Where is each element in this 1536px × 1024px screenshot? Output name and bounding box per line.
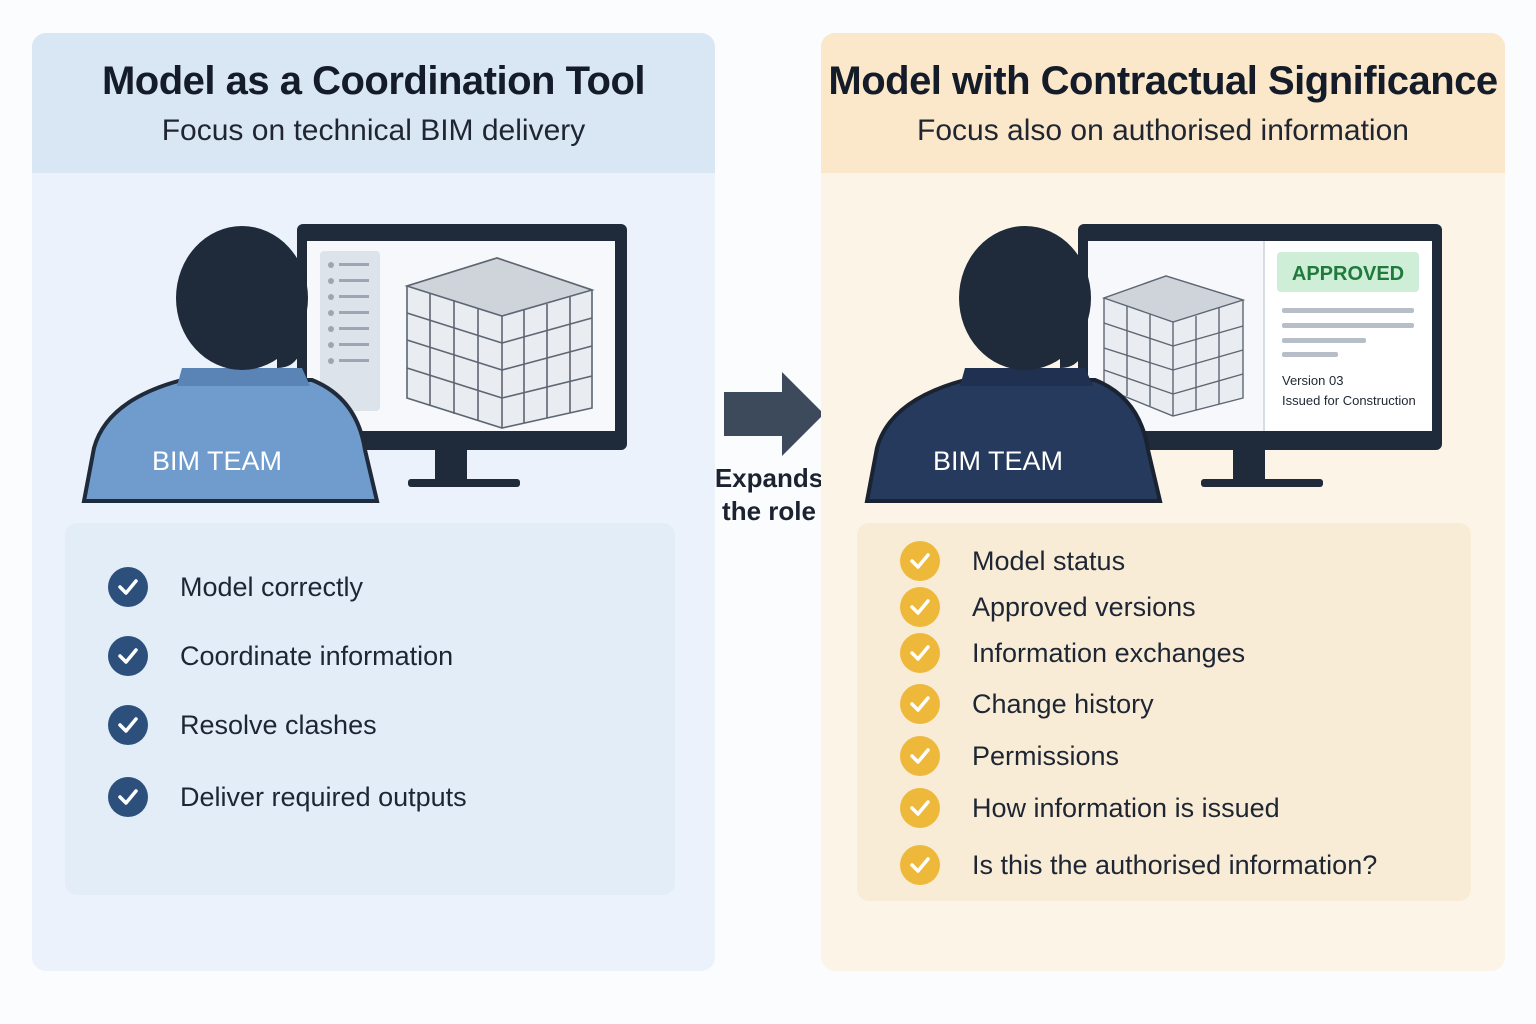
approved-status-badge (1277, 252, 1419, 292)
check-item-label: Change history (972, 688, 1154, 719)
check-item-label: Permissions (972, 740, 1120, 771)
transition-label-line1: Expands (714, 463, 824, 493)
checkmark-icon (900, 684, 940, 724)
list-item: Information exchanges (900, 633, 1245, 673)
list-item: Model status (900, 541, 1125, 581)
coordination-tool-panel: Model as a Coordination Tool Focus on te… (32, 33, 715, 971)
contractual-panel-title: Model with Contractual Significance (828, 59, 1498, 103)
checkmark-icon (108, 705, 148, 745)
checkmark-icon (900, 587, 940, 627)
list-item: How information is issued (900, 788, 1280, 828)
contractual-person-label: BIM TEAM (933, 446, 1063, 476)
approved-status-text: APPROVED (1292, 263, 1404, 285)
model-tree-sidebar (320, 251, 380, 411)
checkmark-icon (900, 541, 940, 581)
checkmark-icon (900, 788, 940, 828)
list-item: Resolve clashes (108, 705, 377, 745)
checkmark-icon (900, 736, 940, 776)
list-item: Model correctly (108, 567, 363, 607)
list-item: Change history (900, 684, 1154, 724)
bim-team-person-icon (864, 226, 1163, 503)
list-item: Permissions (900, 736, 1119, 776)
checkmark-icon (108, 777, 148, 817)
checkmark-icon (108, 636, 148, 676)
checkmark-icon (900, 845, 940, 885)
check-item-label: Is this the authorised information? (972, 849, 1378, 880)
checkmark-icon (108, 567, 148, 607)
contractual-checklist: Model status Approved versions Informati… (857, 523, 1471, 901)
list-item: Is this the authorised information? (900, 845, 1377, 885)
coordination-panel-title: Model as a Coordination Tool (101, 59, 646, 103)
transition-label-line2: the role (722, 496, 816, 526)
check-item-label: Coordinate information (180, 640, 454, 671)
check-item-label: How information is issued (972, 792, 1280, 823)
issue-status-text: Issued for Construction (1282, 393, 1416, 408)
bim-team-person-icon (81, 226, 380, 503)
transition-label: Expands the role (708, 462, 830, 528)
contractual-panel-header: Model with Contractual Significance Focu… (821, 33, 1505, 173)
building-model-icon (1101, 275, 1246, 417)
coordination-scene-svg: BIM TEAM (81, 224, 627, 503)
coordination-person-label: BIM TEAM (152, 446, 282, 476)
list-item: Approved versions (900, 587, 1196, 627)
check-item-label: Model correctly (180, 571, 364, 602)
contractual-panel-subtitle: Focus also on authorised information (917, 114, 1409, 147)
list-item: Coordinate information (108, 636, 453, 676)
list-item: Deliver required outputs (108, 777, 467, 817)
check-item-label: Deliver required outputs (180, 781, 467, 812)
bim-team-approved-model-illustration: APPROVED Version 03 Issued for Construct… (821, 218, 1505, 508)
building-model-icon (404, 257, 595, 429)
contractual-scene-svg: APPROVED Version 03 Issued for Construct… (864, 224, 1442, 503)
right-arrow-icon (716, 370, 824, 463)
coordination-checklist: Model correctly Coordinate information R… (65, 523, 675, 895)
coordination-panel-header: Model as a Coordination Tool Focus on te… (32, 33, 715, 173)
contractual-significance-panel: Model with Contractual Significance Focu… (821, 33, 1505, 971)
version-text: Version 03 (1282, 373, 1343, 388)
bim-team-at-monitor-illustration: BIM TEAM (32, 218, 715, 508)
approval-document-card: APPROVED Version 03 Issued for Construct… (1263, 241, 1432, 431)
coordination-panel-subtitle: Focus on technical BIM delivery (161, 114, 586, 147)
check-item-label: Model status (972, 545, 1126, 576)
check-item-label: Information exchanges (972, 637, 1246, 668)
checkmark-icon (900, 633, 940, 673)
check-item-label: Resolve clashes (180, 709, 377, 740)
check-item-label: Approved versions (972, 591, 1196, 622)
